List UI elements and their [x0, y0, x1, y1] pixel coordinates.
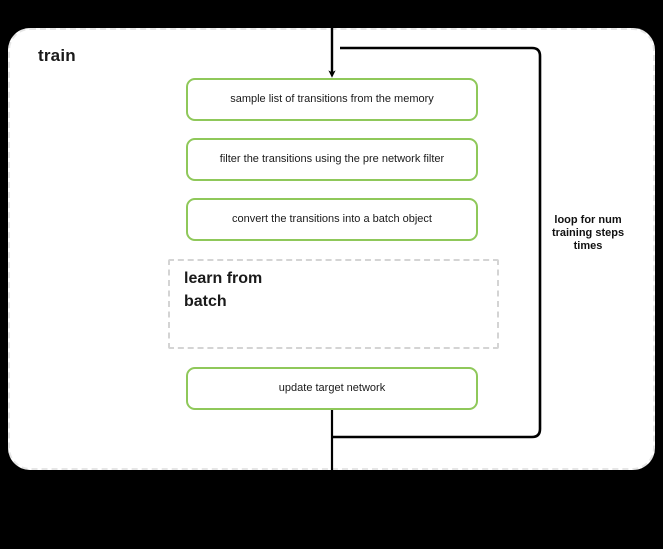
- loop-annotation-label: loop for num training steps times: [551, 214, 625, 252]
- learn-from-batch-title: learn from batch: [184, 270, 263, 310]
- step-label: update target network: [278, 382, 386, 394]
- step-box-update-target-network[interactable]: update target network: [186, 367, 478, 410]
- step-box-filter-transitions[interactable]: filter the transitions using the pre net…: [186, 138, 478, 181]
- step-label: filter the transitions using the pre net…: [219, 153, 445, 165]
- step-box-sample-transitions[interactable]: sample list of transitions from the memo…: [186, 78, 478, 121]
- step-label: convert the transitions into a batch obj…: [232, 213, 432, 225]
- learn-from-batch-block[interactable]: learn from batch: [168, 259, 499, 349]
- page-title: train: [38, 46, 76, 65]
- step-box-convert-to-batch[interactable]: convert the transitions into a batch obj…: [186, 198, 478, 241]
- step-label: sample list of transitions from the memo…: [230, 93, 434, 105]
